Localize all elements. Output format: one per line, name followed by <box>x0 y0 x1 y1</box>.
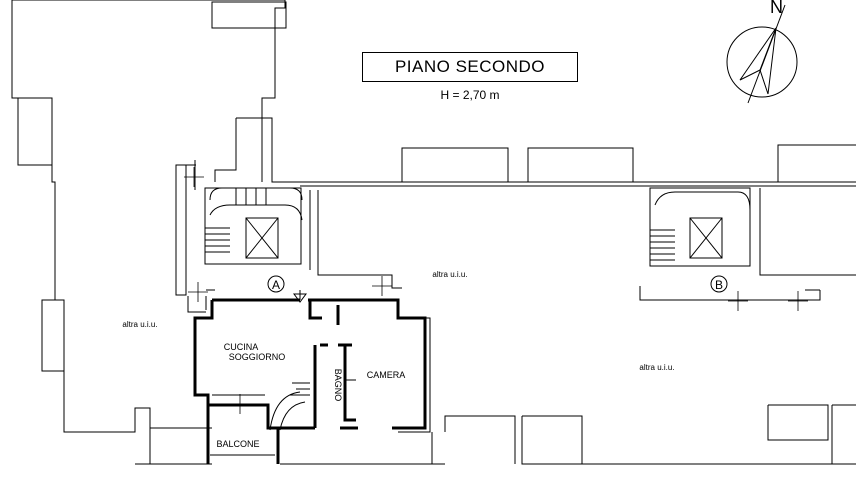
other-unit-left-label: altra u.i.u. <box>122 320 157 329</box>
stair-a-label: A <box>272 278 280 292</box>
north-label: N <box>770 0 783 17</box>
other-unit-labels: altra u.i.u. altra u.i.u. altra u.i.u. <box>122 270 674 372</box>
stair-a <box>175 160 303 296</box>
height-note: H = 2,70 m <box>440 88 500 102</box>
stair-b-label: B <box>715 278 723 292</box>
other-unit-top-label: altra u.i.u. <box>432 270 467 279</box>
north-arrow-icon <box>726 4 798 104</box>
stair-b-marker: B <box>710 275 728 293</box>
room-labels: CUCINA SOGGIORNO CAMERA BAGNO BALCONE <box>216 342 405 449</box>
other-unit-right-label: altra u.i.u. <box>639 363 674 372</box>
apartment-inner-lines <box>187 289 431 456</box>
stair-a-marker: A <box>267 275 285 293</box>
stair-b <box>649 187 751 267</box>
bathroom-label: BAGNO <box>333 369 343 402</box>
kitchen-label: CUCINA <box>224 342 259 352</box>
bedroom-label: CAMERA <box>367 370 406 380</box>
reference-crosses <box>184 167 808 414</box>
living-label: SOGGIORNO <box>229 352 286 362</box>
plan-title: PIANO SECONDO <box>362 52 578 82</box>
balcony-label: BALCONE <box>216 439 259 449</box>
building-outline <box>11 0 856 465</box>
